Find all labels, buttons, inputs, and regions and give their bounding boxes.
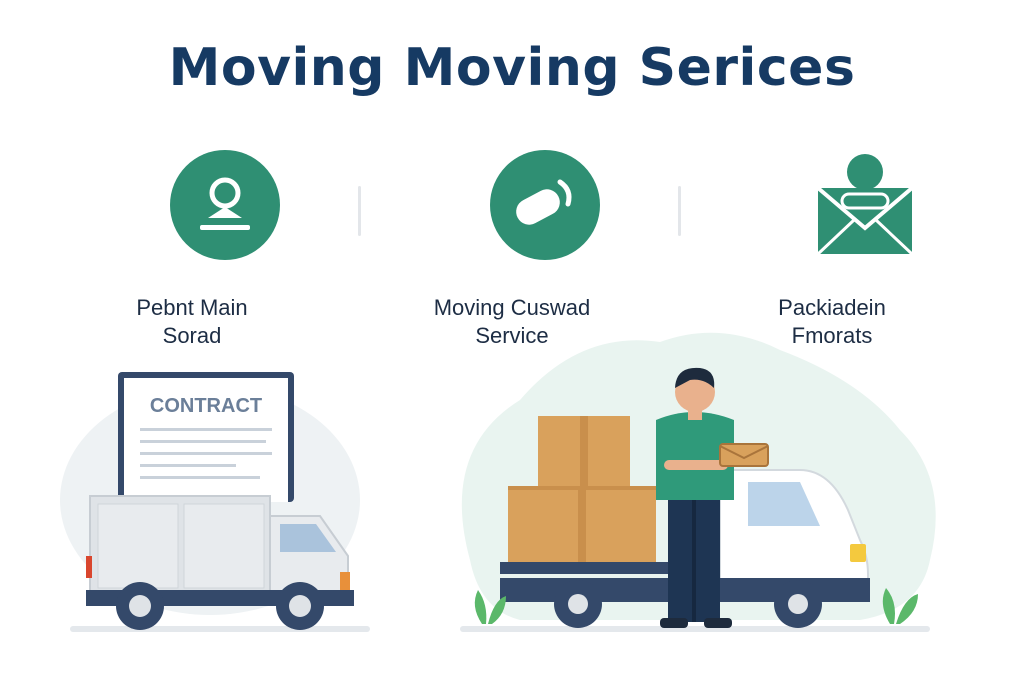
feature-envelope: Packiadein Fmorats <box>712 150 952 350</box>
feature-label-line: Sorad <box>162 323 222 348</box>
feature-label-line: Pebnt Main <box>136 295 248 320</box>
feature-label-line: Service <box>475 323 549 348</box>
plant-left <box>474 590 506 624</box>
contract-document: CONTRACT <box>118 372 294 502</box>
plant-right <box>882 588 918 624</box>
mover-person <box>656 367 769 628</box>
envelope-icon <box>816 154 913 256</box>
divider <box>358 186 361 236</box>
ground-shadow <box>460 626 930 632</box>
page-title: Moving Moving Serices <box>168 38 856 98</box>
feature-label-tape: Moving Cuswad Service <box>392 294 632 350</box>
feature-label-person: Pebnt Main Sorad <box>72 294 312 350</box>
tape-icon <box>489 150 600 260</box>
divider <box>678 186 681 236</box>
ground-shadow <box>70 626 370 632</box>
person-icon <box>169 150 280 260</box>
feature-label-line: Fmorats <box>791 323 873 348</box>
feature-label-line: Packiadein <box>778 295 886 320</box>
contract-label: CONTRACT <box>150 395 262 417</box>
feature-person: Pebnt Main Sorad <box>72 150 312 350</box>
feature-label-envelope: Packiadein Fmorats <box>712 294 952 350</box>
left-truck <box>86 495 354 630</box>
feature-label-line: Moving Cuswad <box>433 295 591 320</box>
feature-tape: Moving Cuswad Service <box>392 150 632 350</box>
moving-boxes <box>508 416 656 562</box>
